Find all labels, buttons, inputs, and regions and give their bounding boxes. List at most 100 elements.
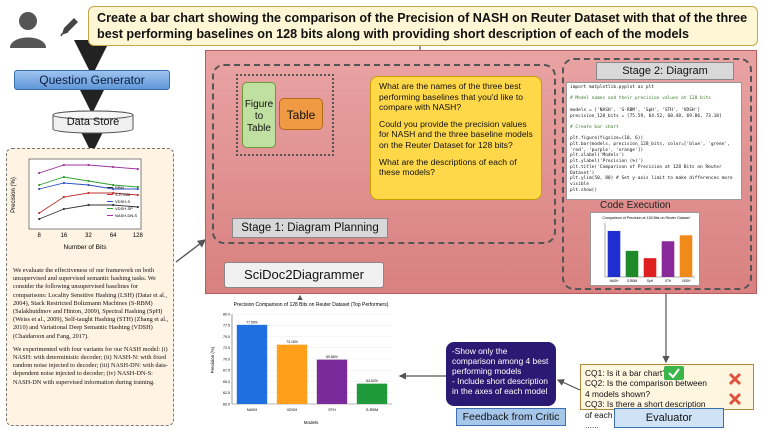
code-line: 'red', 'purple', 'orange']) xyxy=(570,147,644,153)
thumb-bar-label: NASH xyxy=(610,279,620,283)
refined-y-tick: 65.0 xyxy=(223,380,230,384)
refined-bar xyxy=(236,324,268,404)
cq-more: ...... xyxy=(585,420,599,431)
refined-bar xyxy=(316,359,348,404)
paper-legend-entry: VDSH-SP xyxy=(115,206,133,211)
thumb-bar xyxy=(679,235,693,277)
thumb-bar-label: STH xyxy=(665,279,672,283)
code-line: Dataset') xyxy=(570,170,595,176)
paper-chart-point xyxy=(38,187,41,191)
refined-bar-value: 69.86% xyxy=(326,355,338,359)
paper-legend-entry: S-RTBM xyxy=(115,192,130,197)
paper-chart-ylabel: Precision (%) xyxy=(11,177,17,213)
paper-chart-point xyxy=(136,187,139,191)
refined-y-tick: 60.0 xyxy=(223,402,230,406)
paper-chart-point xyxy=(87,203,90,207)
critic-label: Feedback from Critic xyxy=(456,408,566,426)
code-line: visible xyxy=(570,181,589,187)
paper-chart-point xyxy=(62,181,65,185)
code-line: plt.figure(figsize=(10, 6)) xyxy=(570,136,644,142)
paper-chart-point xyxy=(112,203,115,207)
cq-1: CQ1: Is it a bar chart? xyxy=(585,368,667,378)
refined-bar-category: VDSH xyxy=(287,408,298,412)
figure-table-group xyxy=(236,74,334,156)
paper-chart-point xyxy=(112,191,115,195)
scidoc2diagrammer-label: SciDoc2Diagrammer xyxy=(224,262,384,288)
paper-chart-xtick: 8 xyxy=(38,233,42,239)
refined-bar-category: S-RBM xyxy=(366,408,378,412)
table-box: Table xyxy=(279,98,323,130)
pencil-icon xyxy=(58,14,80,43)
refined-y-tick: 72.5 xyxy=(223,346,230,350)
arrow-evaluator-to-critic xyxy=(556,379,581,391)
stage2-label: Stage 2: Diagram Rendering xyxy=(596,62,734,93)
thumb-bar xyxy=(643,258,657,277)
critic-feedback: -Show only the comparison among 4 best p… xyxy=(446,342,556,406)
refined-y-tick: 75.0 xyxy=(223,335,230,339)
thumb-chart-title: Comparison of Precision at 128 Bits on R… xyxy=(602,216,689,220)
code-line: plt.bar(models, precision_128_bits, colo… xyxy=(570,142,730,148)
paper-chart-point xyxy=(38,211,41,215)
clarifying-questions: What are the names of the three best per… xyxy=(370,76,542,200)
paper-chart-point xyxy=(62,175,65,179)
code-execution-label: Code Execution xyxy=(600,200,671,211)
paper-legend-entry: RBM xyxy=(115,185,124,190)
question-1: What are the names of the three best per… xyxy=(379,81,523,113)
refined-bar xyxy=(356,383,388,404)
thumb-bar xyxy=(607,230,621,277)
code-line: plt.xlabel('Models') xyxy=(570,153,625,159)
paper-chart-point xyxy=(62,207,65,211)
paper-chart-point xyxy=(112,165,115,169)
thumb-bar xyxy=(661,241,675,277)
refined-bar xyxy=(276,344,308,404)
refined-y-tick: 62.5 xyxy=(223,391,230,395)
paper-text: We evaluate the effectiveness of our fra… xyxy=(13,267,171,392)
code-line: models = ['NASH', 'S-RBM', 'SpH', 'STH',… xyxy=(570,107,701,113)
thumb-bar-label: VDSH xyxy=(682,279,692,283)
paper-chart-point xyxy=(87,191,90,195)
thumb-bar-label: S-RBM xyxy=(627,279,638,283)
paper-chart-xtick: 16 xyxy=(61,233,68,239)
paper-chart-point xyxy=(112,187,115,191)
paper-paragraph-1: We evaluate the effectiveness of our fra… xyxy=(13,267,169,340)
cross-icon-cq2 xyxy=(728,372,742,391)
data-store-label: Data Store xyxy=(66,116,120,128)
refined-chart-ylabel: Precision (%) xyxy=(210,346,215,373)
refined-chart-title: Precision Comparison of 128 Bits on Reut… xyxy=(234,302,389,308)
paper-chart-point xyxy=(136,167,139,171)
paper-chart-point xyxy=(38,217,41,221)
paper-chart-point xyxy=(112,183,115,187)
paper-chart-point xyxy=(38,183,41,187)
paper-chart-point xyxy=(62,195,65,199)
paper-chart-point xyxy=(38,171,41,175)
check-icon xyxy=(664,366,684,385)
refined-bar-value: 77.59% xyxy=(246,320,258,324)
thumb-bar-label: SpH xyxy=(647,279,654,283)
refined-bar-value: 64.52% xyxy=(366,379,378,383)
code-line: # Create bar chart xyxy=(570,124,619,130)
code-line: # Model names and their precision values… xyxy=(570,96,711,102)
thumbnail-bar-chart: Comparison of Precision at 128 Bits on R… xyxy=(602,216,695,283)
user-icon xyxy=(6,8,50,53)
code-block: import matplotlib.pyplot as plt # Model … xyxy=(566,82,742,200)
code-line: plt.ylim(50, 80) # Set y-axis limit to m… xyxy=(570,176,733,182)
critic-feedback-text: -Show only the comparison among 4 best p… xyxy=(452,346,549,396)
user-query: Create a bar chart showing the compariso… xyxy=(88,6,758,46)
code-line: plt.show() xyxy=(570,187,598,193)
question-generator: Question Generator xyxy=(14,70,170,90)
code-line: plt.ylabel('Precision (%)') xyxy=(570,159,644,165)
paper-legend-entry: VDSH-S xyxy=(115,199,130,204)
stage1-group xyxy=(212,64,556,244)
paper-chart-xlabel: Number of Bits xyxy=(64,244,108,251)
refined-chart-svg: Precision Comparison of 128 Bits on Reut… xyxy=(210,302,392,425)
refined-chart-xlabel: Models xyxy=(304,420,319,425)
refined-bar-chart: Precision Comparison of 128 Bits on Reut… xyxy=(206,300,396,426)
paper-chart-point xyxy=(87,163,90,167)
paper-chart-point xyxy=(62,163,65,167)
refined-bar-category: STH xyxy=(328,408,336,412)
arrow-paper-to-planning xyxy=(175,239,207,263)
refined-y-tick: 70.0 xyxy=(223,357,230,361)
rendered-chart-thumbnail: Comparison of Precision at 128 Bits on R… xyxy=(590,212,700,286)
